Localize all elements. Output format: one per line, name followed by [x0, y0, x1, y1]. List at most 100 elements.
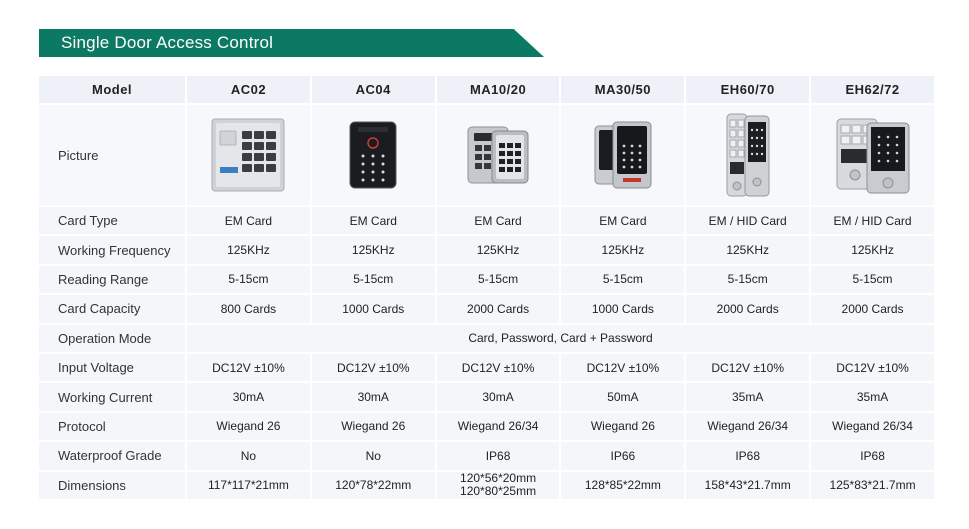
- table-cell: 2000 Cards: [686, 295, 812, 325]
- table-cell: 5-15cm: [686, 265, 812, 296]
- table-cell: EM / HID Card: [686, 207, 812, 237]
- table-cell: 800 Cards: [187, 295, 312, 325]
- table-cell: EM Card: [561, 207, 687, 237]
- dimension-line: 120*56*20mm: [460, 471, 537, 486]
- picture-ac02: [187, 105, 312, 207]
- row-label: Input Voltage: [39, 353, 188, 384]
- row-label: Protocol: [39, 412, 188, 443]
- table-cell: 5-15cm: [811, 265, 936, 296]
- table-cell: 125KHz: [187, 236, 312, 266]
- spec-row-card-type: Card Type EM Card EM Card EM Card EM Car…: [39, 207, 936, 237]
- picture-ma30-50: [561, 105, 687, 207]
- table-cell: DC12V ±10%: [686, 353, 812, 384]
- table-cell: 125*83*21.7mm: [811, 471, 936, 501]
- spec-row-working-current: Working Current 30mA 30mA 30mA 50mA 35mA…: [39, 383, 936, 413]
- picture-eh60-70: [686, 105, 812, 207]
- table-cell: IP68: [686, 442, 812, 472]
- table-cell: DC12V ±10%: [561, 353, 687, 384]
- model-ac02: AC02: [187, 76, 312, 105]
- spec-row-working-frequency: Working Frequency 125KHz 125KHz 125KHz 1…: [39, 236, 936, 266]
- table-cell: 5-15cm: [561, 265, 687, 296]
- table-cell: 125KHz: [311, 236, 437, 266]
- table-cell: No: [311, 442, 437, 472]
- header-row: Model AC02 AC04 MA10/20 MA30/50 EH60/70 …: [39, 76, 936, 105]
- metal-keypad-image: [467, 126, 529, 184]
- section-banner: Single Door Access Control: [39, 29, 544, 57]
- table-cell: EM Card: [187, 207, 312, 237]
- table-cell: Wiegand 26: [311, 412, 437, 443]
- row-label: Picture: [39, 105, 188, 207]
- table-cell: 125KHz: [811, 236, 936, 266]
- dimension-line: 120*80*25mm: [460, 484, 537, 499]
- slim-keypad-image: [726, 113, 770, 197]
- table-cell: Wiegand 26: [187, 412, 312, 443]
- table-cell: DC12V ±10%: [311, 353, 437, 384]
- row-label: Card Type: [39, 207, 188, 237]
- glass-keypad-image: [594, 121, 652, 189]
- table-cell: 35mA: [811, 383, 936, 413]
- table-cell: 125KHz: [436, 236, 562, 266]
- spec-row-card-capacity: Card Capacity 800 Cards 1000 Cards 2000 …: [39, 295, 936, 325]
- table-cell: EM / HID Card: [811, 207, 936, 237]
- table-cell-merged: Card, Password, Card + Password: [187, 324, 936, 354]
- model-ma10-20: MA10/20: [436, 76, 562, 105]
- picture-eh62-72: [811, 105, 936, 207]
- table-cell: Wiegand 26/34: [811, 412, 936, 443]
- touch-keypad-image: [349, 121, 397, 189]
- header-label: Model: [39, 76, 188, 105]
- picture-ac04: [311, 105, 437, 207]
- table-cell: 30mA: [311, 383, 437, 413]
- table-cell: DC12V ±10%: [187, 353, 312, 384]
- table-cell: Wiegand 26/34: [436, 412, 562, 443]
- row-label: Dimensions: [39, 471, 188, 501]
- table-cell: 2000 Cards: [436, 295, 562, 325]
- keypad-device-image: [211, 118, 285, 192]
- row-label: Operation Mode: [39, 324, 188, 354]
- wide-keypad-image: [836, 118, 910, 194]
- row-label: Card Capacity: [39, 295, 188, 325]
- table-cell: Wiegand 26/34: [686, 412, 812, 443]
- table-cell: DC12V ±10%: [436, 353, 562, 384]
- model-ma30-50: MA30/50: [561, 76, 687, 105]
- table-cell: DC12V ±10%: [811, 353, 936, 384]
- table-cell: 5-15cm: [436, 265, 562, 296]
- table-cell: No: [187, 442, 312, 472]
- table-cell: IP68: [436, 442, 562, 472]
- model-ac04: AC04: [311, 76, 437, 105]
- row-label: Reading Range: [39, 265, 188, 296]
- picture-ma10-20: [436, 105, 562, 207]
- table-cell: IP68: [811, 442, 936, 472]
- spec-row-protocol: Protocol Wiegand 26 Wiegand 26 Wiegand 2…: [39, 412, 936, 443]
- table-cell: 120*78*22mm: [311, 471, 437, 501]
- table-cell: 1000 Cards: [311, 295, 437, 325]
- spec-row-reading-range: Reading Range 5-15cm 5-15cm 5-15cm 5-15c…: [39, 265, 936, 296]
- row-label: Waterproof Grade: [39, 442, 188, 472]
- table-cell: 125KHz: [561, 236, 687, 266]
- table-cell: 1000 Cards: [561, 295, 687, 325]
- table-cell: 120*56*20mm 120*80*25mm: [436, 471, 562, 501]
- table-cell: 125KHz: [686, 236, 812, 266]
- table-cell: Wiegand 26: [561, 412, 687, 443]
- row-label: Working Current: [39, 383, 188, 413]
- section-title: Single Door Access Control: [61, 33, 274, 52]
- table-cell: 158*43*21.7mm: [686, 471, 812, 501]
- model-eh62-72: EH62/72: [811, 76, 936, 105]
- spec-row-operation-mode: Operation Mode Card, Password, Card + Pa…: [39, 324, 936, 354]
- table-cell: 5-15cm: [187, 265, 312, 296]
- table-cell: 30mA: [436, 383, 562, 413]
- spec-table: Model AC02 AC04 MA10/20 MA30/50 EH60/70 …: [39, 76, 936, 501]
- picture-row: Picture: [39, 105, 936, 207]
- table-cell: 30mA: [187, 383, 312, 413]
- table-cell: 128*85*22mm: [561, 471, 687, 501]
- table-cell: IP66: [561, 442, 687, 472]
- model-eh60-70: EH60/70: [686, 76, 812, 105]
- table-cell: 2000 Cards: [811, 295, 936, 325]
- table-cell: 50mA: [561, 383, 687, 413]
- spec-row-dimensions: Dimensions 117*117*21mm 120*78*22mm 120*…: [39, 471, 936, 501]
- table-cell: EM Card: [436, 207, 562, 237]
- row-label: Working Frequency: [39, 236, 188, 266]
- table-cell: 35mA: [686, 383, 812, 413]
- spec-row-waterproof-grade: Waterproof Grade No No IP68 IP66 IP68 IP…: [39, 442, 936, 472]
- table-cell: EM Card: [311, 207, 437, 237]
- table-cell: 5-15cm: [311, 265, 437, 296]
